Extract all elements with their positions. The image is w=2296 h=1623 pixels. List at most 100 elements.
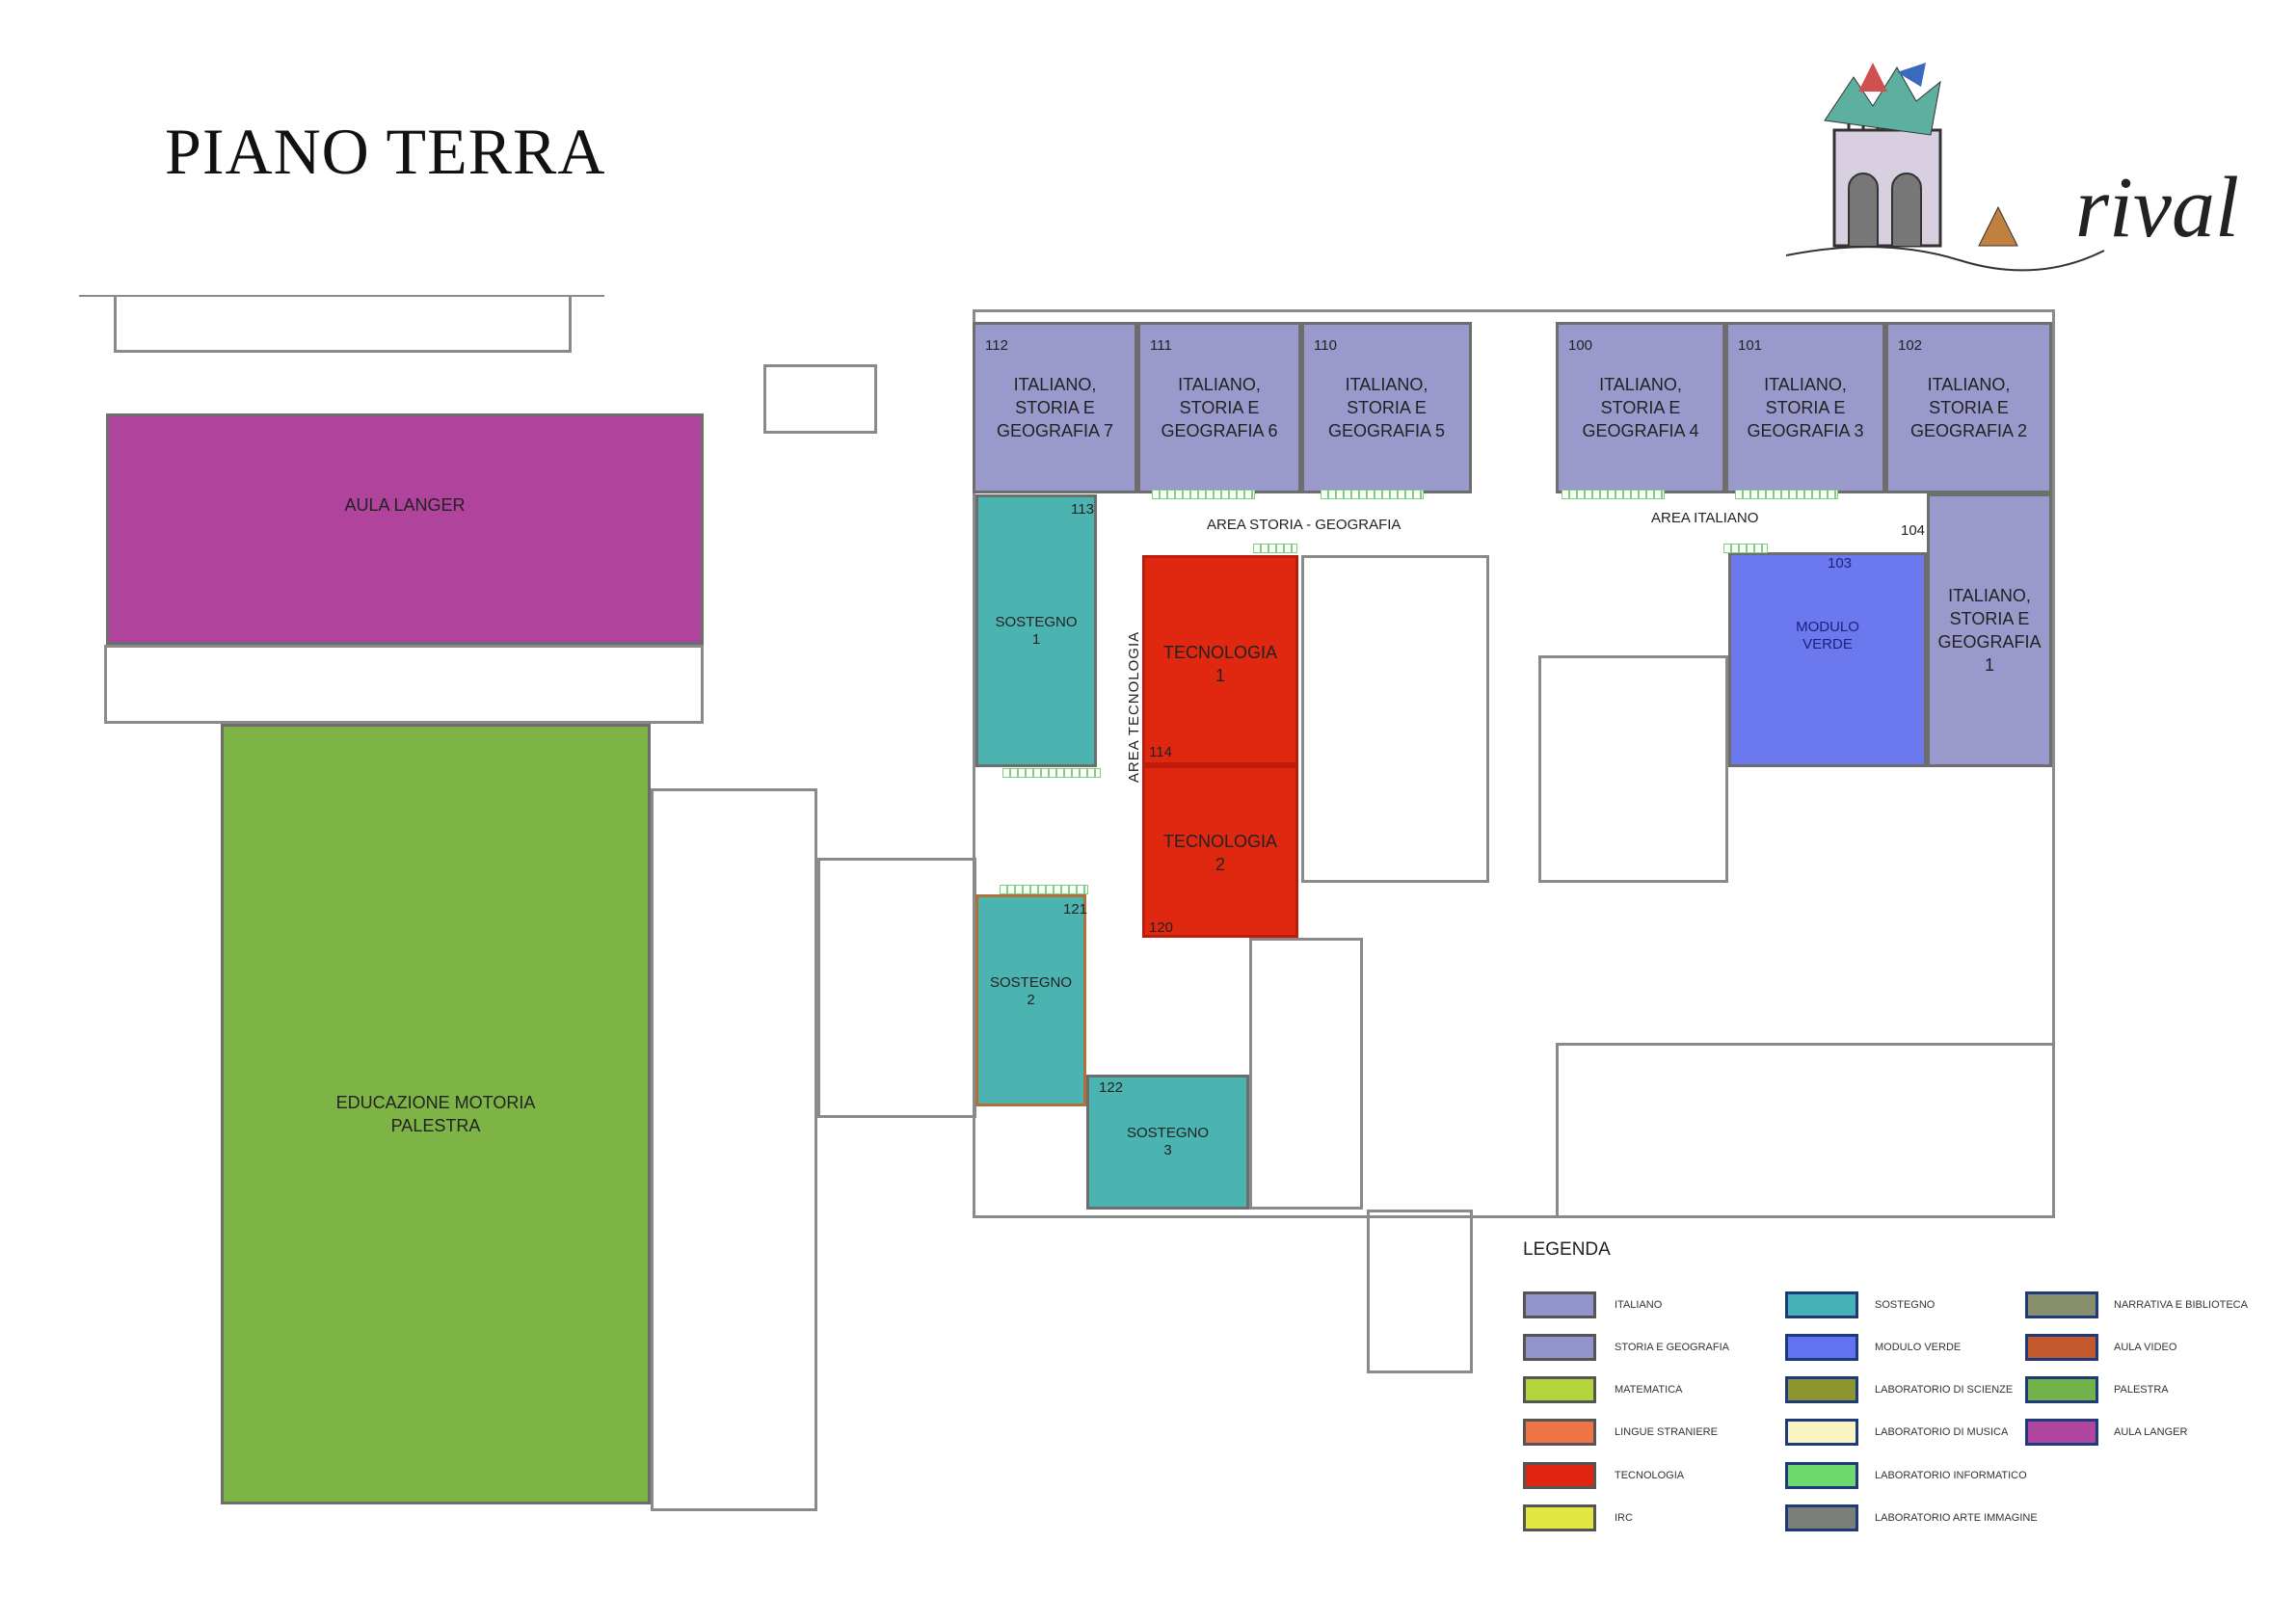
legend-label: SOSTEGNO (1875, 1299, 1936, 1311)
legend-swatch (2025, 1291, 2098, 1318)
legend-label: NARRATIVA E BIBLIOTECA (2114, 1299, 2248, 1311)
legend-label: LABORATORIO INFORMATICO (1875, 1470, 2027, 1481)
legend-label: STORIA E GEOGRAFIA (1615, 1342, 1729, 1353)
room-palestra[interactable]: EDUCAZIONE MOTORIA PALESTRA (221, 724, 651, 1504)
legend-label: MATEMATICA (1615, 1384, 1683, 1396)
room-number: 111 (1150, 337, 1172, 354)
wall-outline (1301, 555, 1489, 883)
legend-swatch (1523, 1291, 1596, 1318)
room-number: 122 (1099, 1079, 1124, 1096)
legend-label: TECNOLOGIA (1615, 1470, 1685, 1481)
legend-title: LEGENDA (1523, 1239, 1611, 1260)
room-label: ITALIANO, STORIA E GEOGRAFIA 3 (1747, 375, 1864, 440)
legend-swatch (1785, 1504, 1858, 1531)
room-label: ITALIANO, STORIA E GEOGRAFIA 1 (1937, 586, 2042, 675)
legend-swatch (1785, 1334, 1858, 1361)
room-number: 113 (1071, 501, 1094, 518)
window (1723, 544, 1768, 553)
room-label: AULA LANGER (344, 495, 466, 515)
legend-swatch (1785, 1291, 1858, 1318)
legend-label: LABORATORIO ARTE IMMAGINE (1875, 1512, 2038, 1524)
window (1002, 768, 1101, 778)
room-number: 101 (1738, 337, 1763, 354)
room-120-tecnologia-2[interactable]: 120 TECNOLOGIA 2 (1142, 765, 1298, 938)
logo-text: rival (2075, 160, 2239, 255)
window (1562, 490, 1665, 499)
area-italiano-label: AREA ITALIANO (1651, 510, 1759, 526)
legend-swatch (1785, 1462, 1858, 1489)
room-number: 114 (1149, 744, 1172, 760)
window (1735, 490, 1838, 499)
room-number: 103 (1828, 555, 1853, 572)
legend-swatch (2025, 1334, 2098, 1361)
room-label: TECNOLOGIA 1 (1162, 643, 1278, 685)
room-label: ITALIANO, STORIA E GEOGRAFIA 5 (1327, 375, 1446, 440)
legend-swatch (1785, 1419, 1858, 1446)
room-label: SOSTEGNO 1 (995, 613, 1078, 648)
room-label: SOSTEGNO 3 (1126, 1125, 1209, 1158)
area-storia-geografia-label: AREA STORIA - GEOGRAFIA (1207, 517, 1402, 533)
room-number: 110 (1314, 337, 1337, 354)
room-label: SOSTEGNO 2 (989, 974, 1072, 1008)
legend-label: IRC (1615, 1512, 1633, 1524)
room-number: 104 (1901, 522, 1926, 539)
window (1321, 490, 1424, 499)
wall-outline (1556, 1043, 2055, 1218)
room-number: 120 (1149, 919, 1174, 936)
legend-swatch (1523, 1376, 1596, 1403)
room-label: TECNOLOGIA 2 (1162, 832, 1278, 874)
wall-outline (973, 309, 2055, 1218)
legend-label: AULA VIDEO (2114, 1342, 2177, 1353)
page-title: PIANO TERRA (165, 115, 606, 188)
room-label: EDUCAZIONE MOTORIA PALESTRA (335, 1093, 536, 1135)
room-number: 102 (1898, 337, 1923, 354)
wall-outline (1367, 1210, 1473, 1373)
legend-label: LABORATORIO DI SCIENZE (1875, 1384, 2014, 1396)
legend-swatch (1785, 1376, 1858, 1403)
legend-label: ITALIANO (1615, 1299, 1663, 1311)
window (1000, 885, 1088, 894)
wall-outline (104, 645, 704, 724)
wall-outline (79, 295, 604, 297)
legend-label: AULA LANGER (2114, 1426, 2188, 1438)
wall-outline (1538, 655, 1728, 883)
legend-label: MODULO VERDE (1875, 1342, 1962, 1353)
wall-outline (763, 364, 877, 434)
wall-outline (1249, 938, 1363, 1210)
room-label: ITALIANO, STORIA E GEOGRAFIA 4 (1582, 375, 1699, 440)
legend-swatch (1523, 1504, 1596, 1531)
room-label: ITALIANO, STORIA E GEOGRAFIA 2 (1909, 375, 2028, 440)
legend-swatch (1523, 1419, 1596, 1446)
room-number: 100 (1568, 337, 1593, 354)
room-aula-langer[interactable]: AULA LANGER (106, 413, 704, 645)
legend-label: LINGUE STRANIERE (1615, 1426, 1718, 1438)
legend-swatch (2025, 1376, 2098, 1403)
room-label: MODULO VERDE (1796, 619, 1859, 652)
room-114-tecnologia-1[interactable]: 114 TECNOLOGIA 1 (1142, 555, 1298, 765)
legend-swatch (1523, 1462, 1596, 1489)
room-number: 121 (1063, 901, 1088, 918)
window (1253, 544, 1297, 553)
wall-outline (817, 858, 976, 1118)
school-logo: rival (1785, 63, 2239, 272)
room-number: 112 (985, 337, 1008, 354)
area-tecnologia-label: AREA TECNOLOGIA (1126, 630, 1143, 784)
room-label: ITALIANO, STORIA E GEOGRAFIA 7 (996, 375, 1114, 440)
wall-outline (651, 788, 817, 1511)
legend-label: LABORATORIO DI MUSICA (1875, 1426, 2009, 1438)
legend-swatch (2025, 1419, 2098, 1446)
legend-label: PALESTRA (2114, 1384, 2169, 1396)
wall-outline (114, 295, 572, 353)
